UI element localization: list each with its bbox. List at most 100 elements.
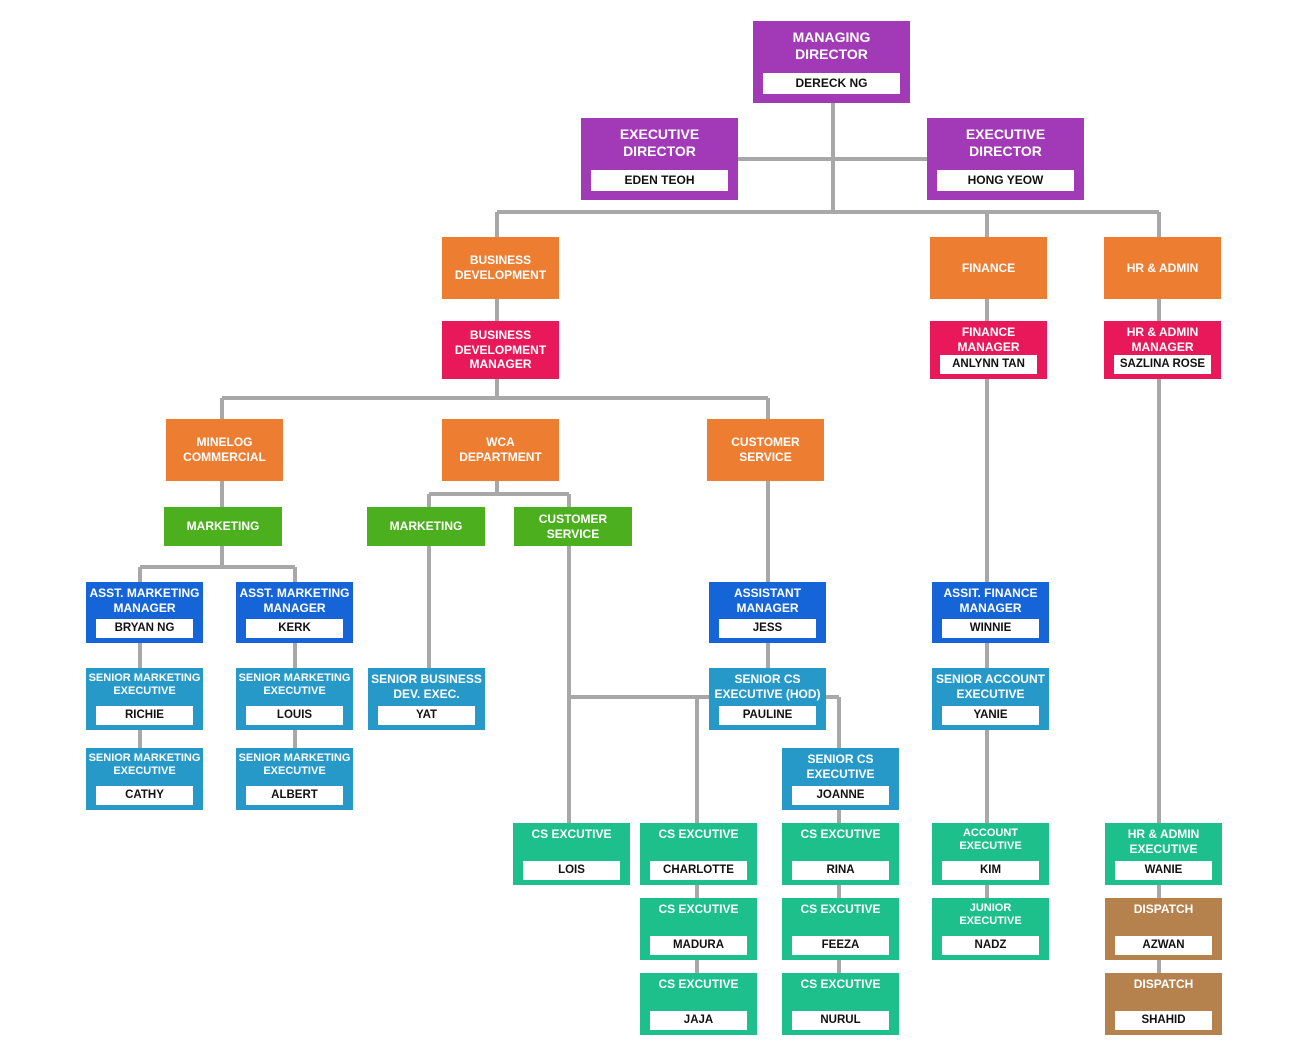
employee-name: AZWAN (1115, 936, 1212, 955)
role-title: MINELOG COMMERCIAL (183, 435, 266, 464)
role-title: CS EXCUTIVE (658, 977, 739, 991)
role-title: FINANCE MANAGER (957, 325, 1020, 354)
org-node-sme2: SENIOR MARKETING EXECUTIVE LOUIS (236, 668, 353, 730)
role-title: ASST. MARKETING MANAGER (89, 586, 200, 615)
org-node-disp1: DISPATCH AZWAN (1105, 898, 1222, 960)
role-title: CS EXCUTIVE (658, 827, 739, 841)
role-title: SENIOR MARKETING EXECUTIVE (88, 752, 201, 778)
org-node-ae: ACCOUNT EXECUTIVE KIM (932, 823, 1049, 885)
employee-name: EDEN TEOH (591, 170, 728, 191)
org-node-disp2: DISPATCH SHAHID (1105, 973, 1222, 1035)
employee-name: LOUIS (246, 706, 343, 725)
role-title: ASSIT. FINANCE MANAGER (943, 586, 1038, 615)
org-node-ed2: EXECUTIVE DIRECTOR HONG YEOW (927, 118, 1084, 200)
org-node-bd: BUSINESS DEVELOPMENT (442, 237, 559, 299)
role-title: FINANCE (961, 260, 1016, 275)
org-node-sme3: SENIOR MARKETING EXECUTIVE CATHY (86, 748, 203, 810)
employee-name: RICHIE (96, 706, 193, 725)
role-title: ASST. MARKETING MANAGER (239, 586, 350, 615)
org-node-je: JUNIOR EXECUTIVE NADZ (932, 898, 1049, 960)
employee-name: WINNIE (942, 619, 1039, 638)
org-node-mkt1: MARKETING (164, 507, 282, 546)
employee-name: YAT (378, 706, 475, 725)
role-title: HR & ADMIN EXECUTIVE (1127, 827, 1200, 856)
org-node-wca: WCA DEPARTMENT (442, 419, 559, 481)
role-title: HR & ADMIN (1126, 260, 1199, 275)
employee-name: NADZ (942, 936, 1039, 955)
employee-name: DERECK NG (763, 73, 900, 94)
employee-name: MADURA (650, 936, 747, 955)
employee-name: SAZLINA ROSE (1114, 355, 1211, 374)
org-node-sbde: SENIOR BUSINESS DEV. EXEC. YAT (368, 668, 485, 730)
role-title: CUSTOMER SERVICE (538, 511, 608, 541)
employee-name: JESS (719, 619, 816, 638)
role-title: ACCOUNT EXECUTIVE (959, 827, 1022, 853)
role-title: WCA DEPARTMENT (459, 435, 542, 464)
employee-name: FEEZA (792, 936, 889, 955)
role-title: SENIOR ACCOUNT EXECUTIVE (936, 672, 1045, 701)
role-title: JUNIOR EXECUTIVE (959, 902, 1022, 928)
org-node-cs-madura: CS EXCUTIVE MADURA (640, 898, 757, 960)
org-node-amm1: ASST. MARKETING MANAGER BRYAN NG (86, 582, 203, 643)
org-node-bdm: BUSINESS DEVELOPMENT MANAGER (442, 321, 559, 379)
org-node-ed1: EXECUTIVE DIRECTOR EDEN TEOH (581, 118, 738, 200)
role-title: SENIOR BUSINESS DEV. EXEC. (371, 672, 482, 701)
employee-name: LOIS (523, 861, 620, 880)
org-node-cs-unit: CUSTOMER SERVICE (514, 507, 632, 546)
org-node-afm: ASSIT. FINANCE MANAGER WINNIE (932, 582, 1049, 643)
employee-name: ANLYNN TAN (940, 355, 1037, 374)
employee-name: YANIE (942, 706, 1039, 725)
org-node-cs-feeza: CS EXCUTIVE FEEZA (782, 898, 899, 960)
role-title: HR & ADMIN MANAGER (1126, 325, 1199, 354)
role-title: SENIOR CS EXECUTIVE (806, 752, 875, 781)
role-title: CS EXCUTIVE (658, 902, 739, 916)
org-node-sme1: SENIOR MARKETING EXECUTIVE RICHIE (86, 668, 203, 730)
role-title: CS EXCUTIVE (531, 827, 612, 841)
role-title: SENIOR MARKETING EXECUTIVE (238, 672, 351, 698)
org-node-cs-dept: CUSTOMER SERVICE (707, 419, 824, 481)
employee-name: WANIE (1115, 861, 1212, 880)
role-title: EXECUTIVE DIRECTOR (965, 126, 1046, 160)
employee-name: BRYAN NG (96, 619, 193, 638)
role-title: CS EXCUTIVE (800, 977, 881, 991)
org-node-hr: HR & ADMIN (1104, 237, 1221, 299)
org-node-scs-hod: SENIOR CS EXECUTIVE (HOD) PAULINE (709, 668, 826, 730)
org-node-cs-lois: CS EXCUTIVE LOIS (513, 823, 630, 885)
org-node-cs-rina: CS EXCUTIVE RINA (782, 823, 899, 885)
employee-name: PAULINE (719, 706, 816, 725)
employee-name: CHARLOTTE (650, 861, 747, 880)
org-node-mkt2: MARKETING (367, 507, 485, 546)
org-node-hre: HR & ADMIN EXECUTIVE WANIE (1105, 823, 1222, 885)
role-title: CS EXCUTIVE (800, 902, 881, 916)
role-title: SENIOR MARKETING EXECUTIVE (238, 752, 351, 778)
employee-name: HONG YEOW (937, 170, 1074, 191)
org-node-scs: SENIOR CS EXECUTIVE JOANNE (782, 748, 899, 810)
role-title: BUSINESS DEVELOPMENT (454, 253, 547, 282)
role-title: DISPATCH (1133, 902, 1194, 916)
role-title: SENIOR CS EXECUTIVE (HOD) (714, 672, 821, 701)
role-title: SENIOR MARKETING EXECUTIVE (88, 672, 201, 698)
employee-name: RINA (792, 861, 889, 880)
employee-name: SHAHID (1115, 1011, 1212, 1030)
role-title: EXECUTIVE DIRECTOR (619, 126, 700, 160)
employee-name: JAJA (650, 1011, 747, 1030)
role-title: MARKETING (186, 519, 260, 534)
employee-name: KIM (942, 861, 1039, 880)
employee-name: CATHY (96, 786, 193, 805)
role-title: DISPATCH (1133, 977, 1194, 991)
role-title: CUSTOMER SERVICE (731, 435, 800, 464)
org-node-minelog: MINELOG COMMERCIAL (166, 419, 283, 481)
employee-name: JOANNE (792, 786, 889, 805)
role-title: MARKETING (389, 519, 463, 534)
org-node-cs-charlotte: CS EXCUTIVE CHARLOTTE (640, 823, 757, 885)
org-node-finance: FINANCE (930, 237, 1047, 299)
role-title: CS EXCUTIVE (800, 827, 881, 841)
